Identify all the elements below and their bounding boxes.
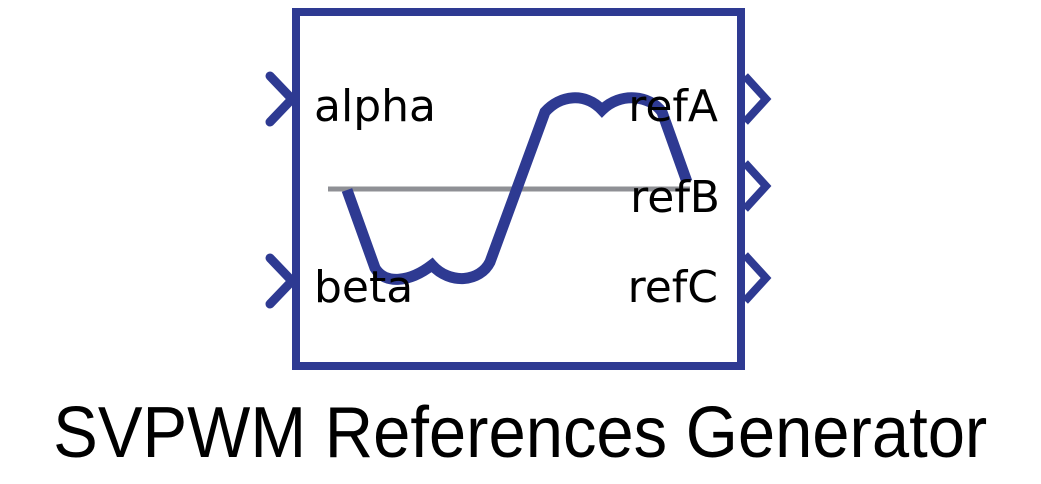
output-label-refA: refA <box>628 81 718 132</box>
block-diagram: alpha beta refA refB refC <box>265 8 772 370</box>
input-port-alpha-chevron-icon <box>265 71 299 127</box>
waveform-icon <box>341 92 693 285</box>
output-port-refB-chevron-icon <box>742 160 772 212</box>
input-port-beta-chevron-icon <box>265 253 299 309</box>
block-caption: SVPWM References Generator <box>0 392 1041 482</box>
output-port-refA[interactable] <box>742 73 772 125</box>
output-port-refC[interactable] <box>742 252 772 304</box>
input-label-beta: beta <box>314 262 413 313</box>
output-label-refB: refB <box>630 172 720 223</box>
input-label-alpha: alpha <box>314 81 436 132</box>
output-port-refA-chevron-icon <box>742 73 772 125</box>
block-title[interactable]: SVPWM References Generator <box>53 393 988 473</box>
output-port-refB[interactable] <box>742 160 772 212</box>
output-port-refC-chevron-icon <box>742 252 772 304</box>
input-port-alpha[interactable] <box>265 71 299 127</box>
input-port-beta[interactable] <box>265 253 299 309</box>
output-label-refC: refC <box>628 262 718 313</box>
